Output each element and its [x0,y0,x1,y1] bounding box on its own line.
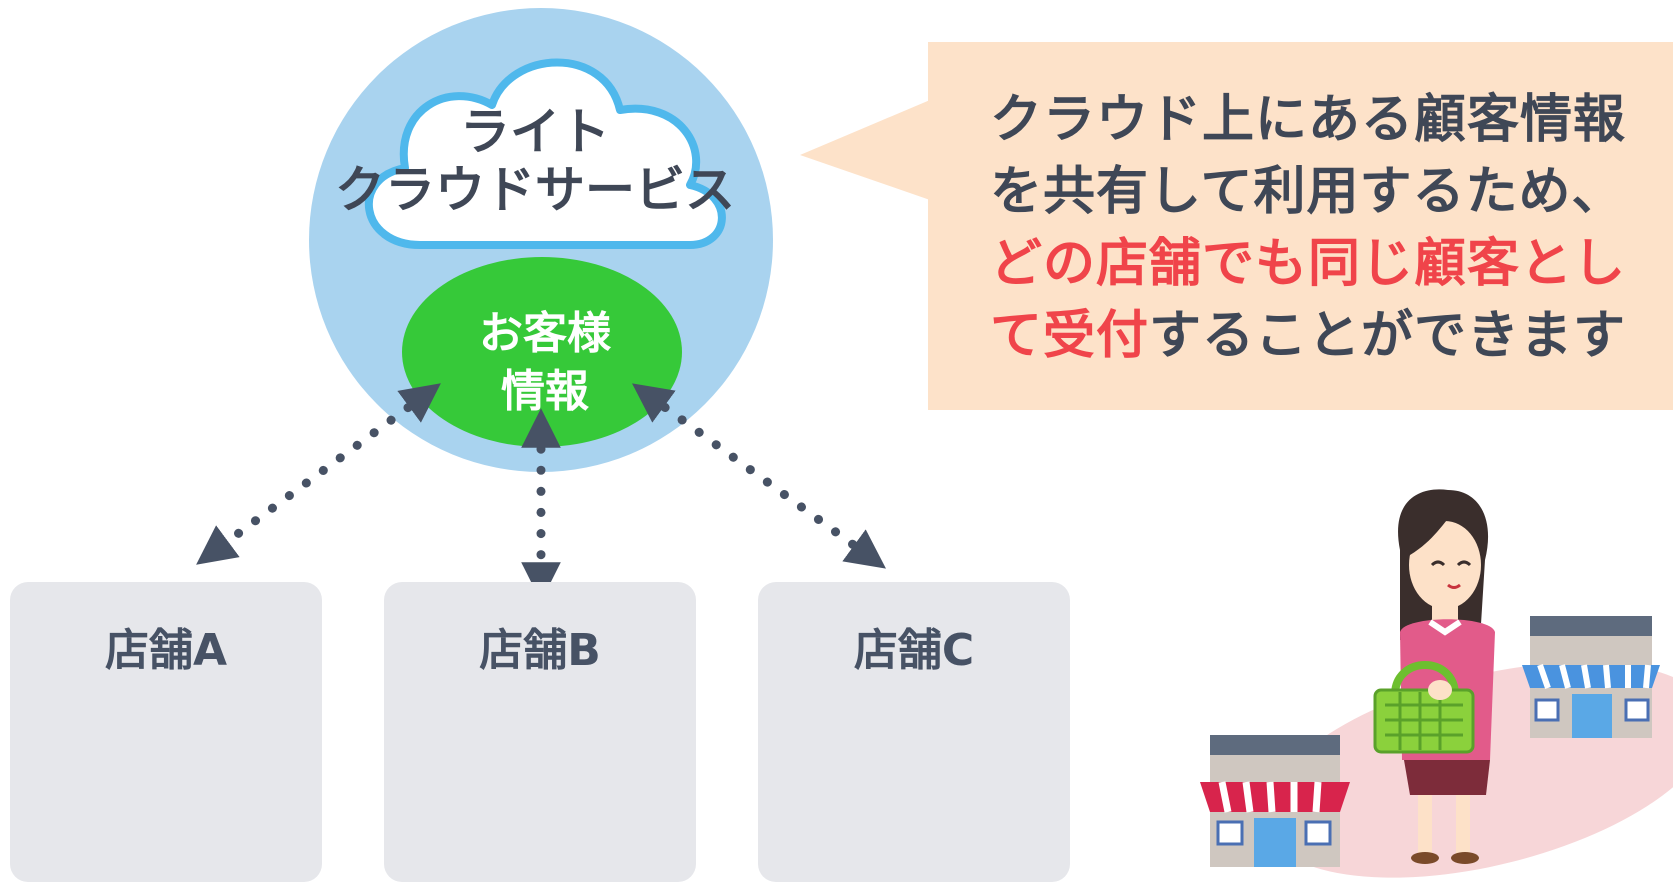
cloud-service-title-line2: クラウドサービス [335,161,735,219]
customer-data-label-line1: お客様 [479,308,611,359]
customer-data-ellipse [402,257,682,447]
woman-shopper [1373,489,1495,864]
shopper-illustration [1200,489,1673,878]
cloud-icon [364,58,726,249]
store-card-a [10,582,322,882]
callout-line4-highlight: て受付 [990,306,1150,366]
callout-line1: クラウド上にある顧客情報 [990,90,1627,150]
arrow-store-c [632,383,886,569]
callout-line4-rest: することができます [1149,306,1627,366]
shop-blue-icon [1522,616,1660,738]
callout-pointer [800,100,930,200]
shop-red-icon [1200,735,1350,867]
store-card-c [758,582,1070,882]
callout-line2: を共有して利用するため、 [990,162,1625,222]
callout-line4: て受付することができます [990,300,1670,372]
store-card-b [384,582,696,882]
callout-text: クラウド上にある顧客情報 を共有して利用するため、 どの店舗でも同じ顧客とし て… [990,84,1670,372]
store-label-b: 店舗B [479,625,601,676]
callout-box [928,42,1673,410]
store-label-a: 店舗A [104,625,228,676]
arrow-store-a [196,383,441,565]
cloud-service-title-line1: ライト [460,103,610,161]
store-label-c: 店舗C [853,625,975,676]
callout-line3-highlight: どの店舗でも同じ顧客とし [990,234,1627,294]
customer-data-label-line2: 情報 [501,366,589,417]
